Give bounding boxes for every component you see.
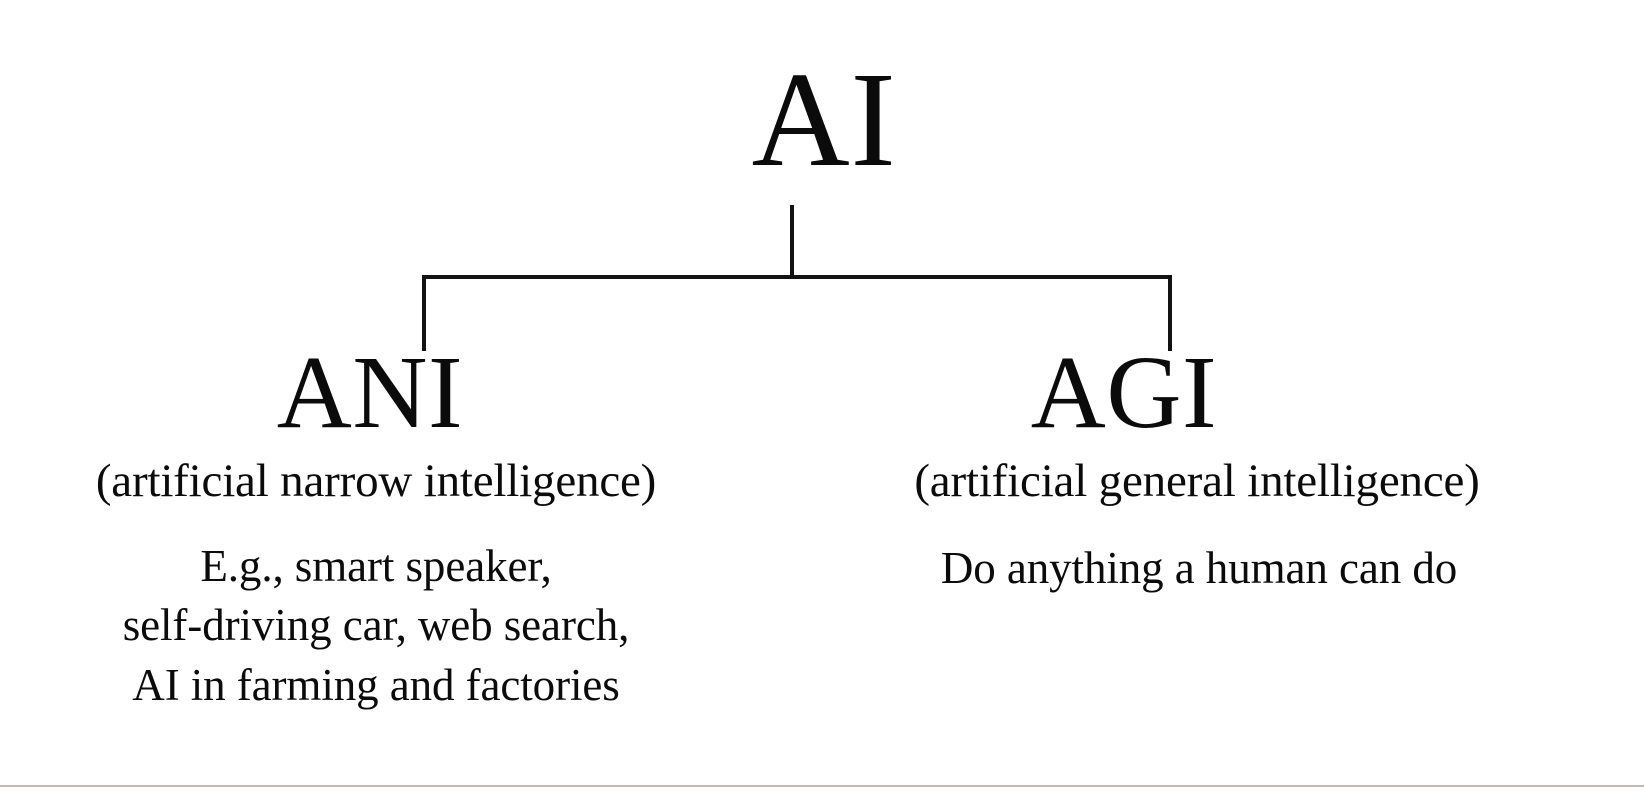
node-agi: AGI (artificial general intelligence) Do…: [812, 339, 1612, 598]
node-ai-label: AI: [751, 45, 897, 195]
node-ani: ANI (artificial narrow intelligence) E.g…: [0, 335, 762, 715]
node-agi-subtitle: (artificial general intelligence): [914, 455, 1480, 508]
node-ani-description-line: E.g., smart speaker,: [200, 540, 552, 591]
node-agi-description-line: Do anything a human can do: [940, 542, 1458, 593]
node-agi-description: Do anything a human can do: [799, 539, 1599, 598]
node-ani-subtitle: (artificial narrow intelligence): [95, 455, 657, 508]
bottom-divider: [0, 785, 1644, 787]
node-agi-label: AGI: [1030, 335, 1218, 450]
node-ani-description-line: self-driving car, web search,: [122, 600, 630, 651]
node-ani-description: E.g., smart speaker, self-driving car, w…: [0, 537, 757, 715]
node-ani-description-line: AI in farming and factories: [132, 659, 620, 710]
node-ai-root: AI: [0, 52, 1644, 188]
node-ani-label: ANI: [276, 335, 464, 450]
